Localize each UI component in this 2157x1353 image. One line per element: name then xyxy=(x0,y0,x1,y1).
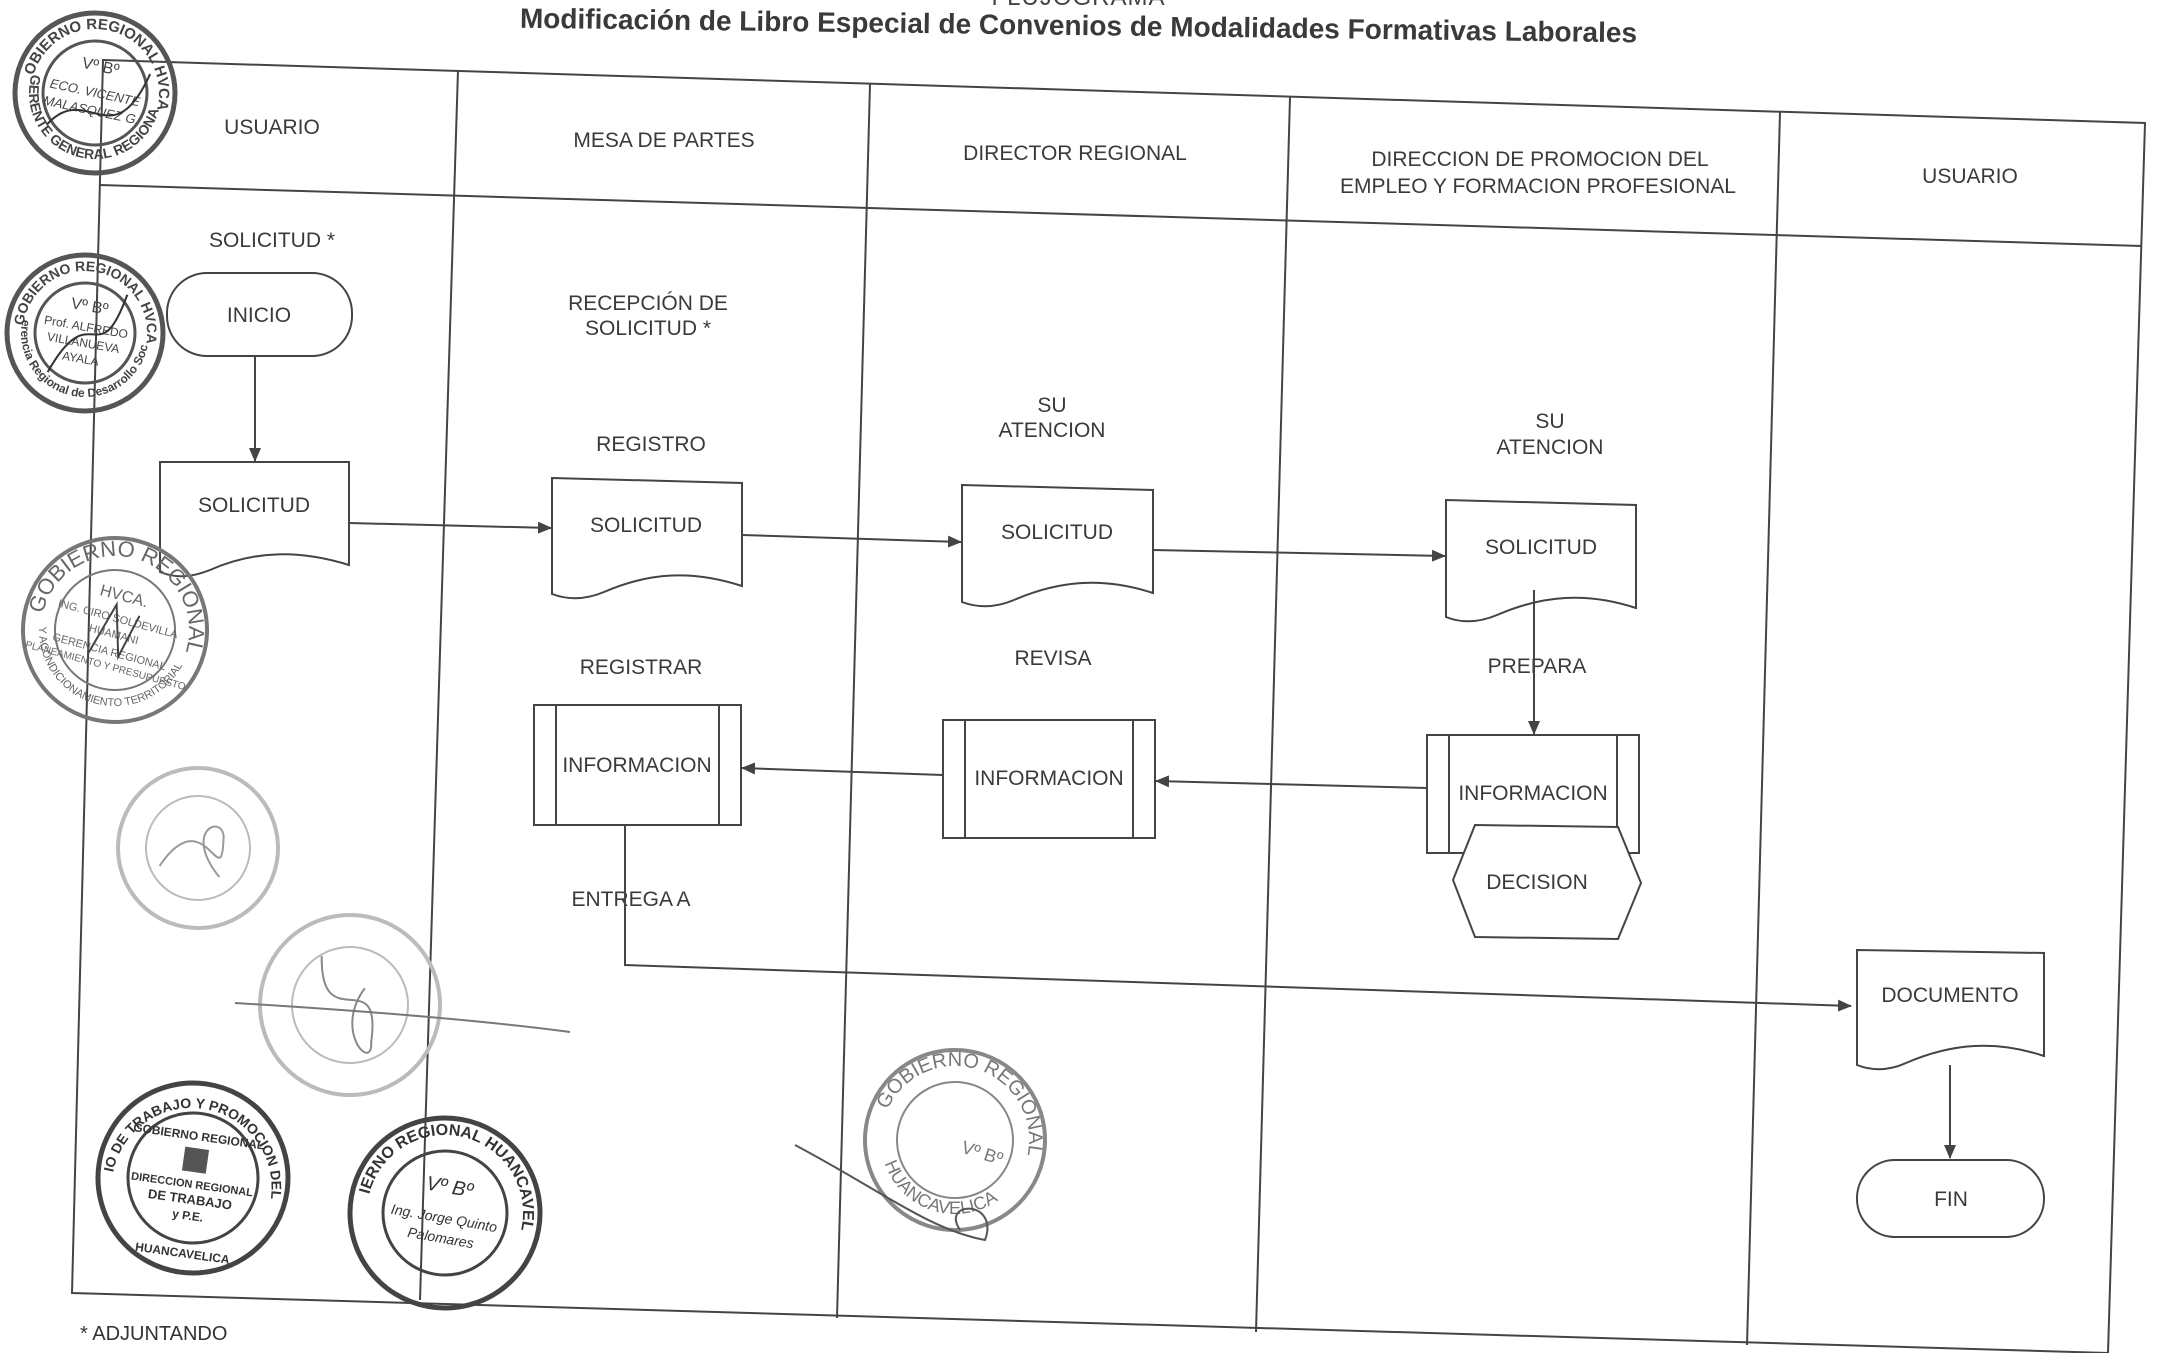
label-solicitud-usuario: SOLICITUD * xyxy=(209,229,335,252)
decision-label: DECISION xyxy=(1486,871,1588,894)
arrow-entrega-to-documento xyxy=(624,825,1852,1012)
lane-divider xyxy=(1746,111,1781,1346)
document-label: SOLICITUD xyxy=(1485,536,1597,559)
process-informacion-mesa: INFORMACION xyxy=(533,704,742,826)
arrow-director-to-mesa xyxy=(741,762,944,776)
lane-header-usuario: USUARIO xyxy=(224,116,320,139)
seal-desarrollo-social: GOBIERNO REGIONAL HVCA. Gerencia Regiona… xyxy=(4,246,172,414)
lane-headers: USUARIO MESA DE PARTES DIRECTOR REGIONAL… xyxy=(224,116,2018,198)
document-label: DOCUMENTO xyxy=(1881,984,2018,1007)
flowchart-heading: FLUJOGRAMA xyxy=(0,0,2157,12)
end-terminator: FIN xyxy=(1856,1159,2045,1238)
svg-text:HUANCAVELICA: HUANCAVELICA xyxy=(871,1152,1005,1233)
document-solicitud-usuario: SOLICITUD xyxy=(159,461,350,578)
arrow-usuario-to-mesa xyxy=(348,521,552,534)
lane-divider xyxy=(836,83,871,1319)
start-terminator: INICIO xyxy=(166,272,353,357)
document-solicitud-mesa: SOLICITUD xyxy=(551,476,743,600)
svg-text:Vº Bº: Vº Bº xyxy=(70,295,110,318)
label-su-2: SU xyxy=(1535,410,1564,433)
document-label: SOLICITUD xyxy=(590,514,702,537)
lane-header-usuario-final: USUARIO xyxy=(1922,165,2018,188)
lane-header-direccion-line1: DIRECCION DE PROMOCION DEL xyxy=(1371,148,1708,171)
document-solicitud-direccion: SOLICITUD xyxy=(1445,498,1637,623)
label-entrega: ENTREGA A xyxy=(571,888,690,911)
process-label: INFORMACION xyxy=(974,767,1123,790)
label-revisa: REVISA xyxy=(1014,647,1091,670)
svg-text:Vº Bº: Vº Bº xyxy=(80,55,120,79)
lane-header-mesa-de-partes: MESA DE PARTES xyxy=(573,129,754,152)
document-label: SOLICITUD xyxy=(198,494,310,517)
arrow-director-to-direccion xyxy=(1152,549,1446,562)
label-atencion-1: ATENCION xyxy=(999,419,1106,442)
process-label: INFORMACION xyxy=(1458,782,1607,805)
document-label: SOLICITUD xyxy=(1001,521,1113,544)
label-registro: REGISTRO xyxy=(596,433,706,456)
seal-gerente-general: GOBIERNO REGIONAL HVCA. GERENTE GENERAL … xyxy=(12,1,187,176)
lane-header-direccion-line2: EMPLEO Y FORMACION PROFESIONAL xyxy=(1340,175,1736,198)
label-prepara: PREPARA xyxy=(1488,655,1587,678)
decision-hexagon: DECISION xyxy=(1451,823,1643,941)
label-recepcion-line1: RECEPCIÓN DE xyxy=(568,292,728,315)
svg-text:HVCA.: HVCA. xyxy=(98,582,150,611)
lane-divider xyxy=(419,69,459,1301)
arrow-direccion-to-director xyxy=(1155,775,1428,789)
step-labels: SOLICITUD * RECEPCIÓN DE SOLICITUD * REG… xyxy=(209,229,1603,911)
signature-line xyxy=(234,1002,571,1033)
header-divider xyxy=(99,184,2143,247)
seal-faded-2 xyxy=(258,913,442,1097)
svg-text:y P.E.: y P.E. xyxy=(171,1207,204,1225)
footnote: * ADJUNTANDO xyxy=(80,1323,228,1345)
seal-ministerio-trabajo: MINISTERIO DE TRABAJO Y PROMOCION DEL EM… xyxy=(95,1080,297,1276)
arrow-mesa-to-director xyxy=(741,534,962,548)
lane-header-director-regional: DIRECTOR REGIONAL xyxy=(963,142,1187,165)
process-informacion-director: INFORMACION xyxy=(942,719,1156,839)
process-label: INFORMACION xyxy=(562,754,711,777)
lane-border xyxy=(70,58,2147,1353)
signature-director xyxy=(794,1144,989,1242)
start-label: INICIO xyxy=(227,304,291,327)
svg-text:Vº Bº: Vº Bº xyxy=(959,1137,1006,1169)
label-recepcion-line2: SOLICITUD * xyxy=(585,317,711,340)
label-registrar: REGISTRAR xyxy=(580,656,703,679)
swimlane-frame xyxy=(70,58,2147,1353)
lane-divider xyxy=(1255,96,1291,1333)
seal-gobierno-huancavelica: GOBIERNO REGIONAL HUANCAVELICA Vº Bº Ing… xyxy=(347,1107,551,1311)
svg-text:Vº Bº: Vº Bº xyxy=(425,1172,477,1202)
seal-faded-1 xyxy=(116,766,280,930)
document-solicitud-director: SOLICITUD xyxy=(961,483,1154,608)
label-atencion-2: ATENCION xyxy=(1497,436,1604,459)
svg-text:AYALA: AYALA xyxy=(61,349,100,369)
label-su-1: SU xyxy=(1037,394,1066,417)
document-final: DOCUMENTO xyxy=(1856,948,2045,1071)
end-label: FIN xyxy=(1934,1188,1968,1211)
connectors xyxy=(249,357,1956,1159)
